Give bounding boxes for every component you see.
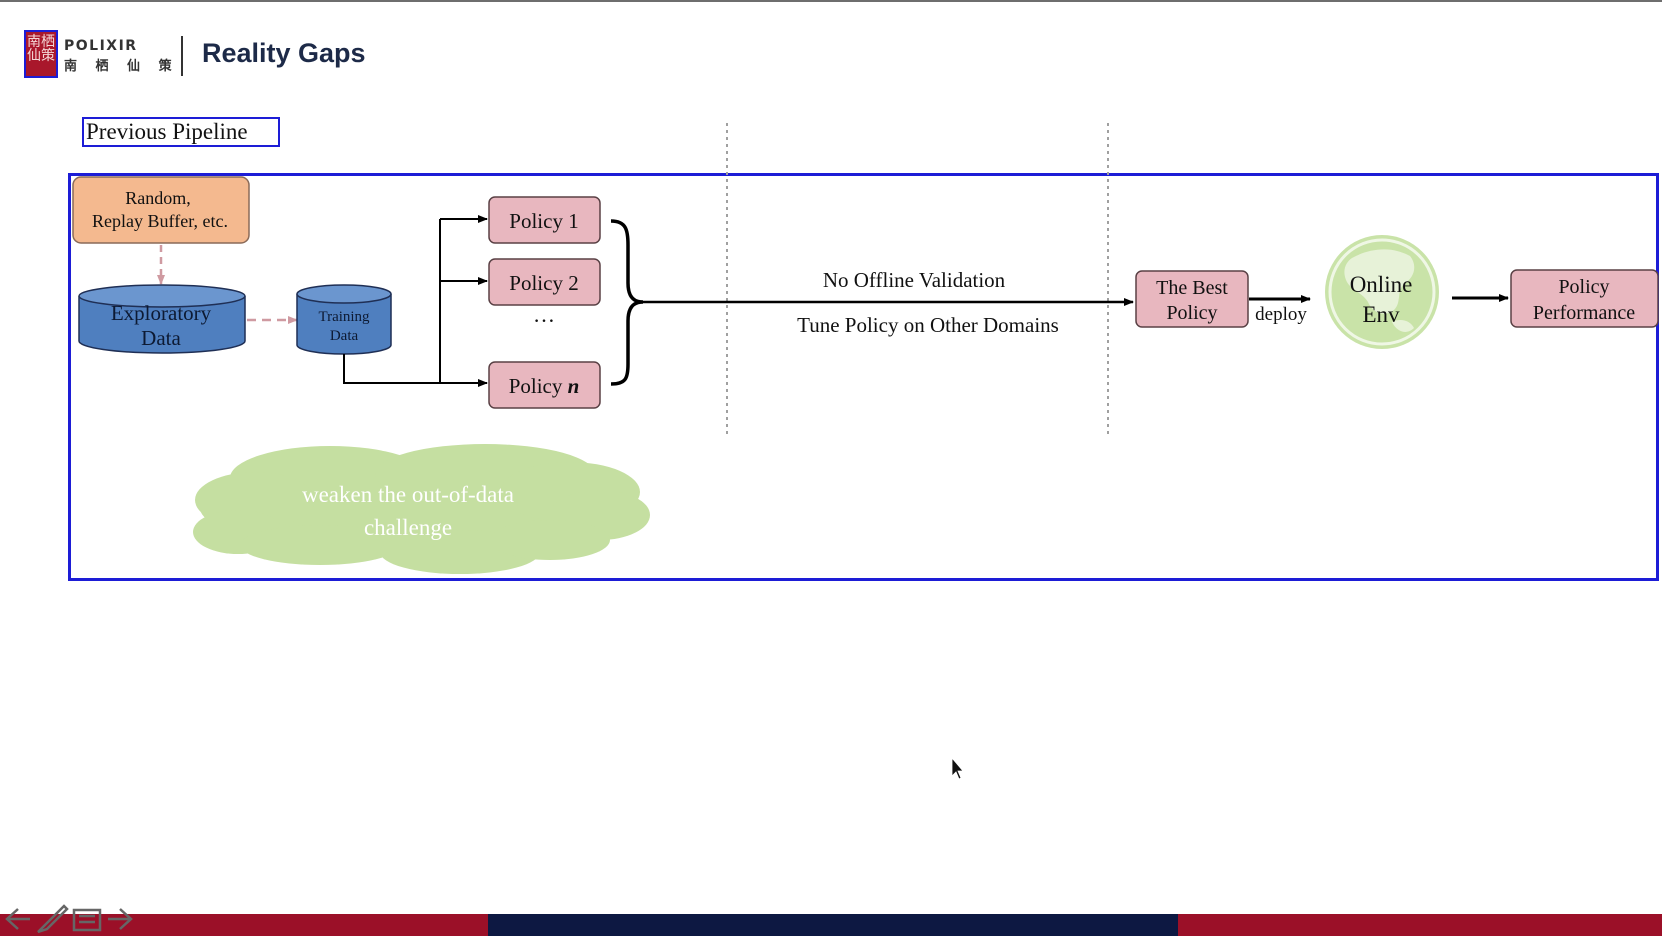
exploratory-line2: Data [141, 326, 181, 350]
slide-header: 南栖仙策 POLIXIR 南 栖 仙 策 Reality Gaps [24, 30, 384, 82]
bottom-bar [0, 914, 1662, 936]
brand-name-en: POLIXIR [64, 38, 138, 54]
source-box-line2: Replay Buffer, etc. [92, 211, 228, 231]
arrow-left-icon[interactable] [5, 908, 30, 930]
online-env-line1: Online [1350, 272, 1413, 297]
training-connector [343, 354, 440, 384]
policy1-box [488, 196, 601, 244]
policy2-box [488, 258, 601, 306]
globe-icon [1325, 235, 1439, 349]
policy2-label: Policy 2 [509, 271, 578, 295]
performance-line1: Policy [1558, 276, 1609, 298]
policy-ellipsis: … [533, 302, 555, 327]
curly-brace [610, 219, 644, 386]
online-env-line2: Env [1362, 302, 1400, 327]
deploy-label: deploy [1255, 304, 1307, 325]
best-policy-line2: Policy [1166, 302, 1217, 324]
exploratory-data-cylinder [78, 284, 246, 354]
tune-policy-label: Tune Policy on Other Domains [797, 313, 1059, 337]
source-box [72, 176, 250, 244]
bottom-bar-right [1178, 914, 1662, 936]
polixir-seal-logo: 南栖仙策 [24, 30, 58, 78]
menu-icon[interactable] [72, 908, 102, 932]
performance-line2: Performance [1533, 302, 1635, 324]
policyn-italic: n [568, 374, 580, 398]
slide-title: Reality Gaps [202, 38, 366, 68]
top-divider [0, 0, 1662, 2]
header-separator [181, 36, 183, 76]
slide-nav-controls [5, 904, 133, 934]
pen-icon[interactable] [37, 904, 69, 934]
best-policy-box [1135, 270, 1249, 328]
cloud-line2: challenge [364, 515, 452, 540]
pipeline-diagram-frame [68, 173, 1659, 581]
brand-name-cn: 南 栖 仙 策 [64, 59, 179, 74]
policy1-label: Policy 1 [509, 209, 578, 233]
performance-box [1510, 269, 1659, 328]
arrow-right-icon[interactable] [108, 908, 133, 930]
best-policy-line1: The Best [1156, 277, 1228, 299]
policyn-prefix: Policy [509, 374, 568, 398]
training-line1: Training [318, 309, 370, 325]
policyn-label: Policy n [509, 374, 580, 398]
section-title: Previous Pipeline [82, 117, 280, 147]
cloud-line1: weaken the out-of-data [302, 482, 514, 507]
bottom-bar-middle [488, 914, 1178, 936]
mouse-cursor-icon [951, 756, 964, 780]
exploratory-line1: Exploratory [111, 301, 212, 325]
training-line2: Data [330, 328, 359, 344]
source-box-line1: Random, [125, 188, 191, 208]
cloud-shape [193, 444, 650, 574]
no-offline-label: No Offline Validation [823, 268, 1006, 292]
policyn-box [488, 361, 601, 409]
